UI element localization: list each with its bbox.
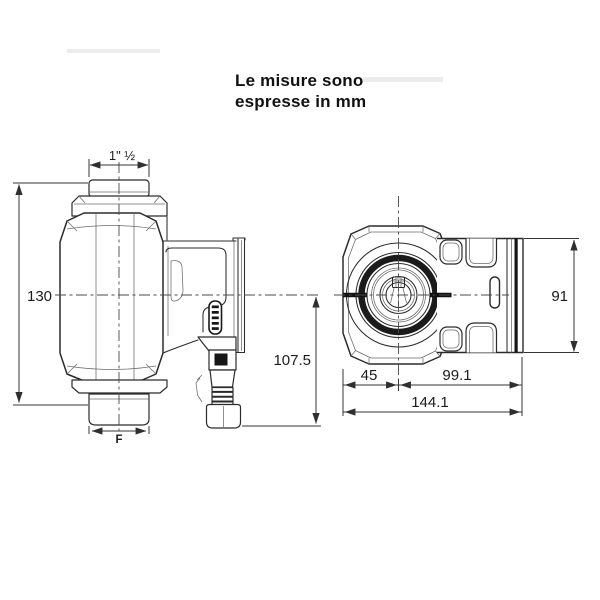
dim-height-label: 130	[27, 288, 52, 305]
gland-clip	[195, 374, 203, 403]
control-label-icon	[208, 300, 223, 335]
dim-axis-to-back-label: 99.1	[442, 367, 471, 384]
dim-top-thread-label: 1" ½	[109, 148, 135, 163]
cable-entry-square	[214, 353, 228, 366]
cable-gland	[195, 336, 242, 429]
dim-depth-label: 107.5	[273, 352, 311, 369]
bottom-port	[71, 379, 168, 426]
dimension-height: 130	[13, 182, 88, 406]
measurement-note-line2: espresse in mm	[235, 91, 367, 111]
mounting-brackets	[439, 238, 498, 353]
dimension-top-thread: 1" ½	[88, 148, 150, 177]
side-view: 1" ½ 130 107.5 F	[13, 148, 321, 446]
scan-artifact	[363, 77, 443, 82]
dimension-bottom-thread: F	[88, 426, 150, 446]
dimension-body-height: 91	[524, 238, 579, 353]
dimension-depth-below-axis: 107.5	[242, 296, 321, 427]
scan-artifact	[67, 49, 160, 53]
dimension-axis-offsets: 45 99.1	[342, 357, 523, 416]
top-port	[71, 179, 168, 217]
dimension-total-depth: 144.1	[343, 394, 522, 416]
dim-total-depth-label: 144.1	[411, 394, 449, 411]
dim-body-height-label: 91	[551, 288, 568, 305]
dim-bottom-thread-label: F	[115, 434, 122, 446]
dim-axis-to-front-label: 45	[361, 367, 378, 384]
pump-volute-body	[59, 212, 164, 382]
motor-end-band	[514, 238, 518, 353]
terminal-slot	[489, 276, 501, 309]
measurement-note-line1: Le misure sono	[235, 71, 364, 90]
front-view: 91 45 99.1 144.1	[334, 196, 579, 416]
measurement-note: Le misure sono espresse in mm	[235, 71, 366, 112]
pump-head-front	[342, 225, 450, 365]
motor-housing-side	[162, 216, 246, 354]
